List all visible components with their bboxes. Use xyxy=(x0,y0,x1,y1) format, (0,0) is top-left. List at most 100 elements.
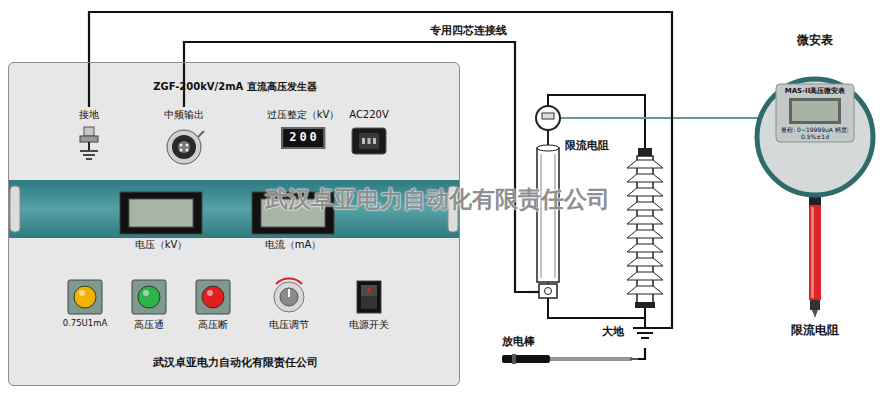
insulator-symbol-part xyxy=(644,308,646,318)
resistor-pen-part xyxy=(811,207,814,298)
push-button-symbol-part xyxy=(79,290,85,296)
panel-face xyxy=(8,62,460,386)
push-button-symbol xyxy=(67,279,103,315)
microammeter-magnifier-symbol xyxy=(752,34,878,200)
power-switch-symbol-part xyxy=(361,285,377,309)
discharge-rod-symbol-part xyxy=(550,358,632,361)
power-inlet-symbol-part xyxy=(362,138,365,144)
voltage-multiplier-symbol-part xyxy=(536,106,560,130)
voltage-multiplier-symbol-part xyxy=(528,291,539,293)
magnifier-heading: 微安表 xyxy=(797,34,833,48)
discharge-rod-symbol xyxy=(498,353,638,365)
ground-wire xyxy=(548,298,645,318)
discharge-rod-symbol-part xyxy=(512,354,516,364)
ground-terminal-symbol-part xyxy=(86,158,92,160)
power-inlet-symbol-part xyxy=(368,138,371,144)
resistor-pen-part xyxy=(812,310,818,318)
push-button-label: 高压通 xyxy=(134,319,164,331)
resistor-pen-part xyxy=(809,205,821,300)
microammeter-magnifier: 微安表 MAS-II高压微安表量程: 0~19999uA 精度: 0.5%±1d xyxy=(752,34,878,200)
insulator-symbol-part xyxy=(627,216,663,224)
insulator-symbol-part xyxy=(635,302,655,308)
connection-wire xyxy=(638,348,645,359)
push-button-symbol-part xyxy=(132,280,166,314)
voltage-multiplier-symbol-part xyxy=(539,284,557,298)
voltage-knob-symbol xyxy=(271,279,307,315)
push-button-label: 高压断 xyxy=(198,319,228,331)
voltage-display-label: 电压（kV） xyxy=(135,239,188,251)
push-button: 高压断 xyxy=(188,279,238,335)
panel-title: ZGF-200kV/2mA 直流高压发生器 xyxy=(153,81,317,93)
voltage-multiplier-symbol-part xyxy=(537,148,559,282)
ground-symbol-symbol xyxy=(630,318,662,348)
voltage-knob-symbol-part xyxy=(274,282,304,312)
power-inlet-symbol-part xyxy=(373,138,376,144)
voltage-display: 电压（kV） xyxy=(119,189,203,255)
output-socket-symbol-part xyxy=(186,144,189,147)
insulator-symbol-part xyxy=(627,188,663,196)
thumbwheel-digits: 200 xyxy=(281,127,325,149)
insulator-symbol-part xyxy=(627,160,663,168)
ground-terminal-symbol-part xyxy=(80,150,98,152)
push-button-symbol xyxy=(195,279,231,315)
output-socket-symbol-part xyxy=(178,141,190,153)
ground-symbol: 大地 xyxy=(600,318,662,348)
push-button-symbol-part xyxy=(196,280,230,314)
output-socket-symbol-part xyxy=(180,149,183,152)
ground-terminal-symbol-part xyxy=(83,154,95,156)
meter-model: MAS-II高压微安表 xyxy=(785,87,846,95)
leader-line xyxy=(561,117,759,119)
overvoltage-setting-label: 过压整定（kV） xyxy=(267,109,340,121)
power-inlet: AC220V xyxy=(345,107,393,163)
push-button-symbol-part xyxy=(138,286,160,308)
discharge-rod-label: 放电棒 xyxy=(502,336,535,349)
push-button-symbol-part xyxy=(74,286,96,308)
push-button-symbol-part xyxy=(68,280,102,314)
output-socket: 中频输出 xyxy=(154,107,214,173)
voltage-display-symbol-part xyxy=(129,199,193,227)
insulator-symbol-part xyxy=(627,258,663,266)
power-switch: 电源开关 xyxy=(344,279,394,335)
ground-symbol-symbol-part xyxy=(644,318,646,328)
voltage-knob: 电压调节 xyxy=(264,279,314,335)
voltage-knob-symbol-part xyxy=(288,289,290,297)
resistor-pen xyxy=(809,196,821,318)
panel-handle xyxy=(10,186,20,232)
ground-terminal-label: 接地 xyxy=(79,109,99,121)
microammeter-magnifier-symbol-part xyxy=(789,98,841,124)
insulator-symbol-part xyxy=(638,148,652,156)
discharge-rod-symbol-part xyxy=(502,355,550,363)
voltage-multiplier-label: 限流电阻 xyxy=(565,140,609,153)
connection-wire xyxy=(184,42,528,292)
watermark: 武汉卓亚电力自动化有限责任公司 xyxy=(265,186,610,212)
voltage-multiplier-symbol-part xyxy=(541,154,542,278)
generator-panel: ZGF-200kV/2mA 直流高压发生器武汉卓亚电力自动化有限责任公司 接地 中频… xyxy=(8,62,460,386)
output-socket-symbol-part xyxy=(180,144,183,147)
overvoltage-setting: 过压整定（kV） 200 xyxy=(263,107,343,163)
ground-symbol-label: 大地 xyxy=(602,326,624,339)
discharge-rod: 放电棒 xyxy=(498,336,638,366)
power-switch-symbol-part xyxy=(361,285,377,296)
power-switch-symbol xyxy=(351,279,387,315)
meter-range: 量程: 0~19999uA 精度: 0.5%±1d xyxy=(777,127,853,141)
wire-label: 专用四芯连接线 xyxy=(428,25,509,38)
ground-symbol-symbol-part xyxy=(633,327,662,329)
voltage-knob-label: 电压调节 xyxy=(269,319,309,331)
output-socket-label: 中频输出 xyxy=(164,109,204,121)
ground-symbol-symbol-part xyxy=(641,337,649,339)
output-socket-symbol-part xyxy=(167,130,201,164)
microammeter-magnifier-symbol-part xyxy=(776,84,854,142)
output-socket-symbol-part xyxy=(198,131,204,137)
ground-terminal-symbol xyxy=(69,125,109,165)
voltage-multiplier-symbol-part xyxy=(555,154,556,278)
output-socket-symbol xyxy=(162,125,206,169)
insulator-symbol-part xyxy=(627,202,663,210)
voltage-display-symbol-part xyxy=(120,192,202,234)
insulator-symbol-part xyxy=(627,272,663,280)
connection-wire xyxy=(89,12,672,328)
insulator-symbol xyxy=(627,148,663,318)
microammeter-magnifier-symbol-part xyxy=(757,79,873,195)
power-switch-label: 电源开关 xyxy=(349,319,389,331)
company-name: 武汉卓亚电力自动化有限责任公司 xyxy=(153,357,318,370)
